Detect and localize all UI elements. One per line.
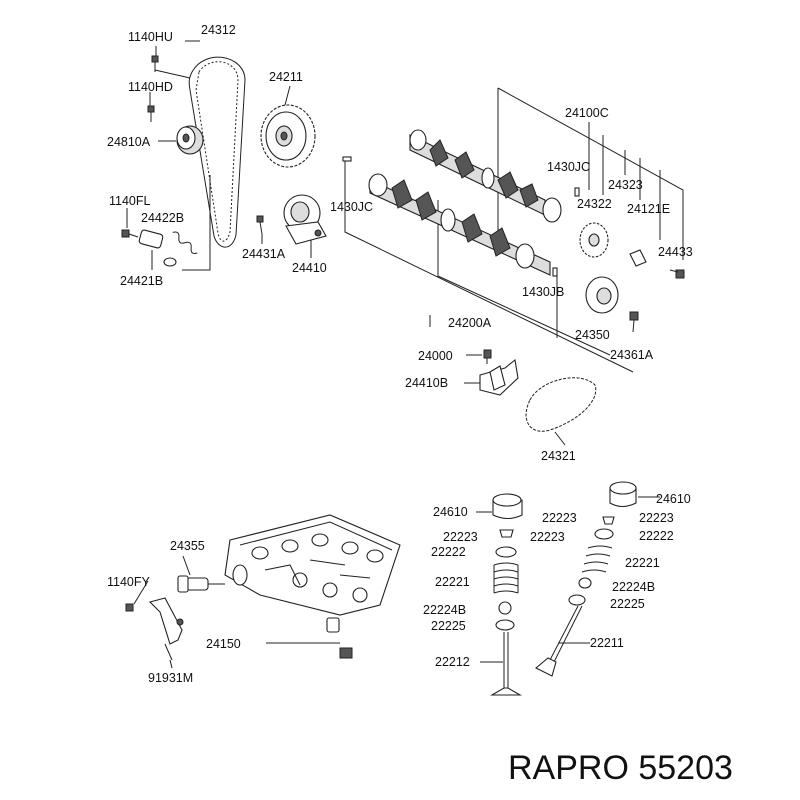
label-24322: 24322 [577,197,612,211]
label-22223-left-a: 22223 [443,530,478,544]
label-22221-right: 22221 [625,556,660,570]
ocv-24355 [177,575,225,593]
valve-train-right [535,481,637,677]
label-22225-left: 22225 [431,619,466,633]
sprocket-24211 [260,104,316,168]
label-24350: 24350 [575,328,610,342]
label-22222-right: 22222 [639,529,674,543]
label-1430jb: 1430JB [522,285,564,299]
label-22225-right: 22225 [610,597,645,611]
sprocket-24322 [579,222,609,258]
bolt-24431a [256,215,264,235]
label-24610-left: 24610 [433,505,468,519]
bolt-1140fl [121,229,139,238]
pin-24421b [138,229,164,249]
label-22224b-left: 22224B [423,603,466,617]
bracket-91931m [148,597,184,661]
label-22223-right-a: 22223 [542,511,577,525]
label-1430jc-b: 1430JC [330,200,373,214]
bolt-24000 [483,349,492,364]
label-24321: 24321 [541,449,576,463]
label-24323: 24323 [608,178,643,192]
label-24610-right: 24610 [656,492,691,506]
bolt-1140fy [125,603,134,612]
label-22211: 22211 [590,636,624,650]
chain-guide-24410b [479,358,519,396]
label-24121e: 24121E [627,202,670,216]
tensioner-24410 [283,194,327,245]
label-1140hu: 1140HU [128,30,173,44]
bolt-24361a [629,311,639,333]
label-22223-left-b: 22223 [530,530,565,544]
pin-1430jc-b [574,187,580,197]
camshaft-lower [368,173,551,276]
pin-1430jc-a [342,156,352,162]
camshaft-upper [409,129,562,223]
label-22224b-right: 22224B [612,580,655,594]
label-91931m: 91931M [148,671,193,685]
label-1140fl: 1140FL [109,194,151,208]
cvvt-24350 [585,276,619,314]
cylinder-head [224,514,401,633]
label-1140hd: 1140HD [128,80,173,94]
label-22223-right-b: 22223 [639,511,674,525]
label-24200a: 24200A [448,316,492,330]
bolt-1140hd [147,105,155,122]
valve-train-left [489,493,523,696]
spring-24422b [163,231,198,267]
label-22212: 22212 [435,655,470,669]
bolt-24433 [669,269,685,279]
idler-pulley-24810a [176,125,204,155]
bolt-1140hu [151,55,159,72]
label-24355: 24355 [170,539,205,553]
label-24810a: 24810A [107,135,151,149]
label-1430jc-a: 1430JC [547,160,590,174]
label-24422b: 24422B [141,211,184,225]
label-24433: 24433 [658,245,693,259]
label-24150: 24150 [206,637,241,651]
part-labels: 1140HU 24312 1140HD 24211 24810A 24100C … [107,23,693,685]
label-1140fy: 1140FY [107,575,151,589]
pin-1430jb [552,267,558,277]
label-24431a: 24431A [242,247,286,261]
label-24410: 24410 [292,261,327,275]
label-24421b: 24421B [120,274,163,288]
timing-belt [188,56,246,248]
label-24211: 24211 [269,70,303,84]
label-24312: 24312 [201,23,236,37]
label-24361a: 24361A [610,348,654,362]
label-22221-left: 22221 [435,575,470,589]
plate-24121e [629,249,647,267]
chain-24321 [525,377,597,432]
leader-lines [126,40,660,669]
brand-caption: RAPRO 55203 [508,749,733,787]
label-24100c: 24100C [565,106,609,120]
callout-bracket-lines [182,87,684,373]
label-24000: 24000 [418,349,453,363]
plug-24150 [339,647,353,659]
label-24410b: 24410B [405,376,448,390]
label-22222-left: 22222 [431,545,466,559]
